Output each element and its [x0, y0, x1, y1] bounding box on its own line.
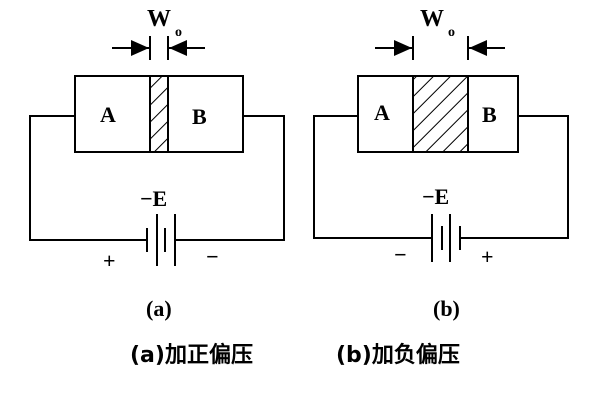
panel-label-a: (a) [146, 296, 172, 321]
width-label-a: W [147, 6, 171, 32]
polarity-left-a: + [103, 248, 116, 273]
region-a-left: A [100, 102, 116, 127]
depletion-region-a [149, 75, 169, 153]
source-label-a: −E [140, 186, 167, 211]
wire-right-a [175, 115, 285, 241]
diagram-b: W o A B −E − + (b) [313, 6, 569, 321]
caption-a: (a)加正偏压 [130, 342, 253, 368]
region-b-right-label: B [482, 102, 497, 127]
polarity-right-b: + [481, 244, 494, 269]
wire-left-b [313, 115, 432, 239]
width-subscript-b: o [448, 25, 455, 40]
wire-left-a [29, 115, 147, 241]
polarity-left-b: − [394, 242, 407, 267]
panel-label-b: (b) [433, 296, 460, 321]
width-subscript-a: o [175, 25, 182, 40]
region-b-right: B [192, 104, 207, 129]
polarity-right-a: − [206, 244, 219, 269]
wire-right-b [460, 115, 569, 239]
depletion-region-b [412, 75, 469, 153]
source-label-b: −E [422, 184, 449, 209]
caption-b: (b)加负偏压 [336, 342, 460, 368]
region-b-left: A [374, 100, 390, 125]
diagram-a: W o A B −E + − (a) [29, 6, 285, 321]
width-label-b: W [420, 6, 444, 32]
